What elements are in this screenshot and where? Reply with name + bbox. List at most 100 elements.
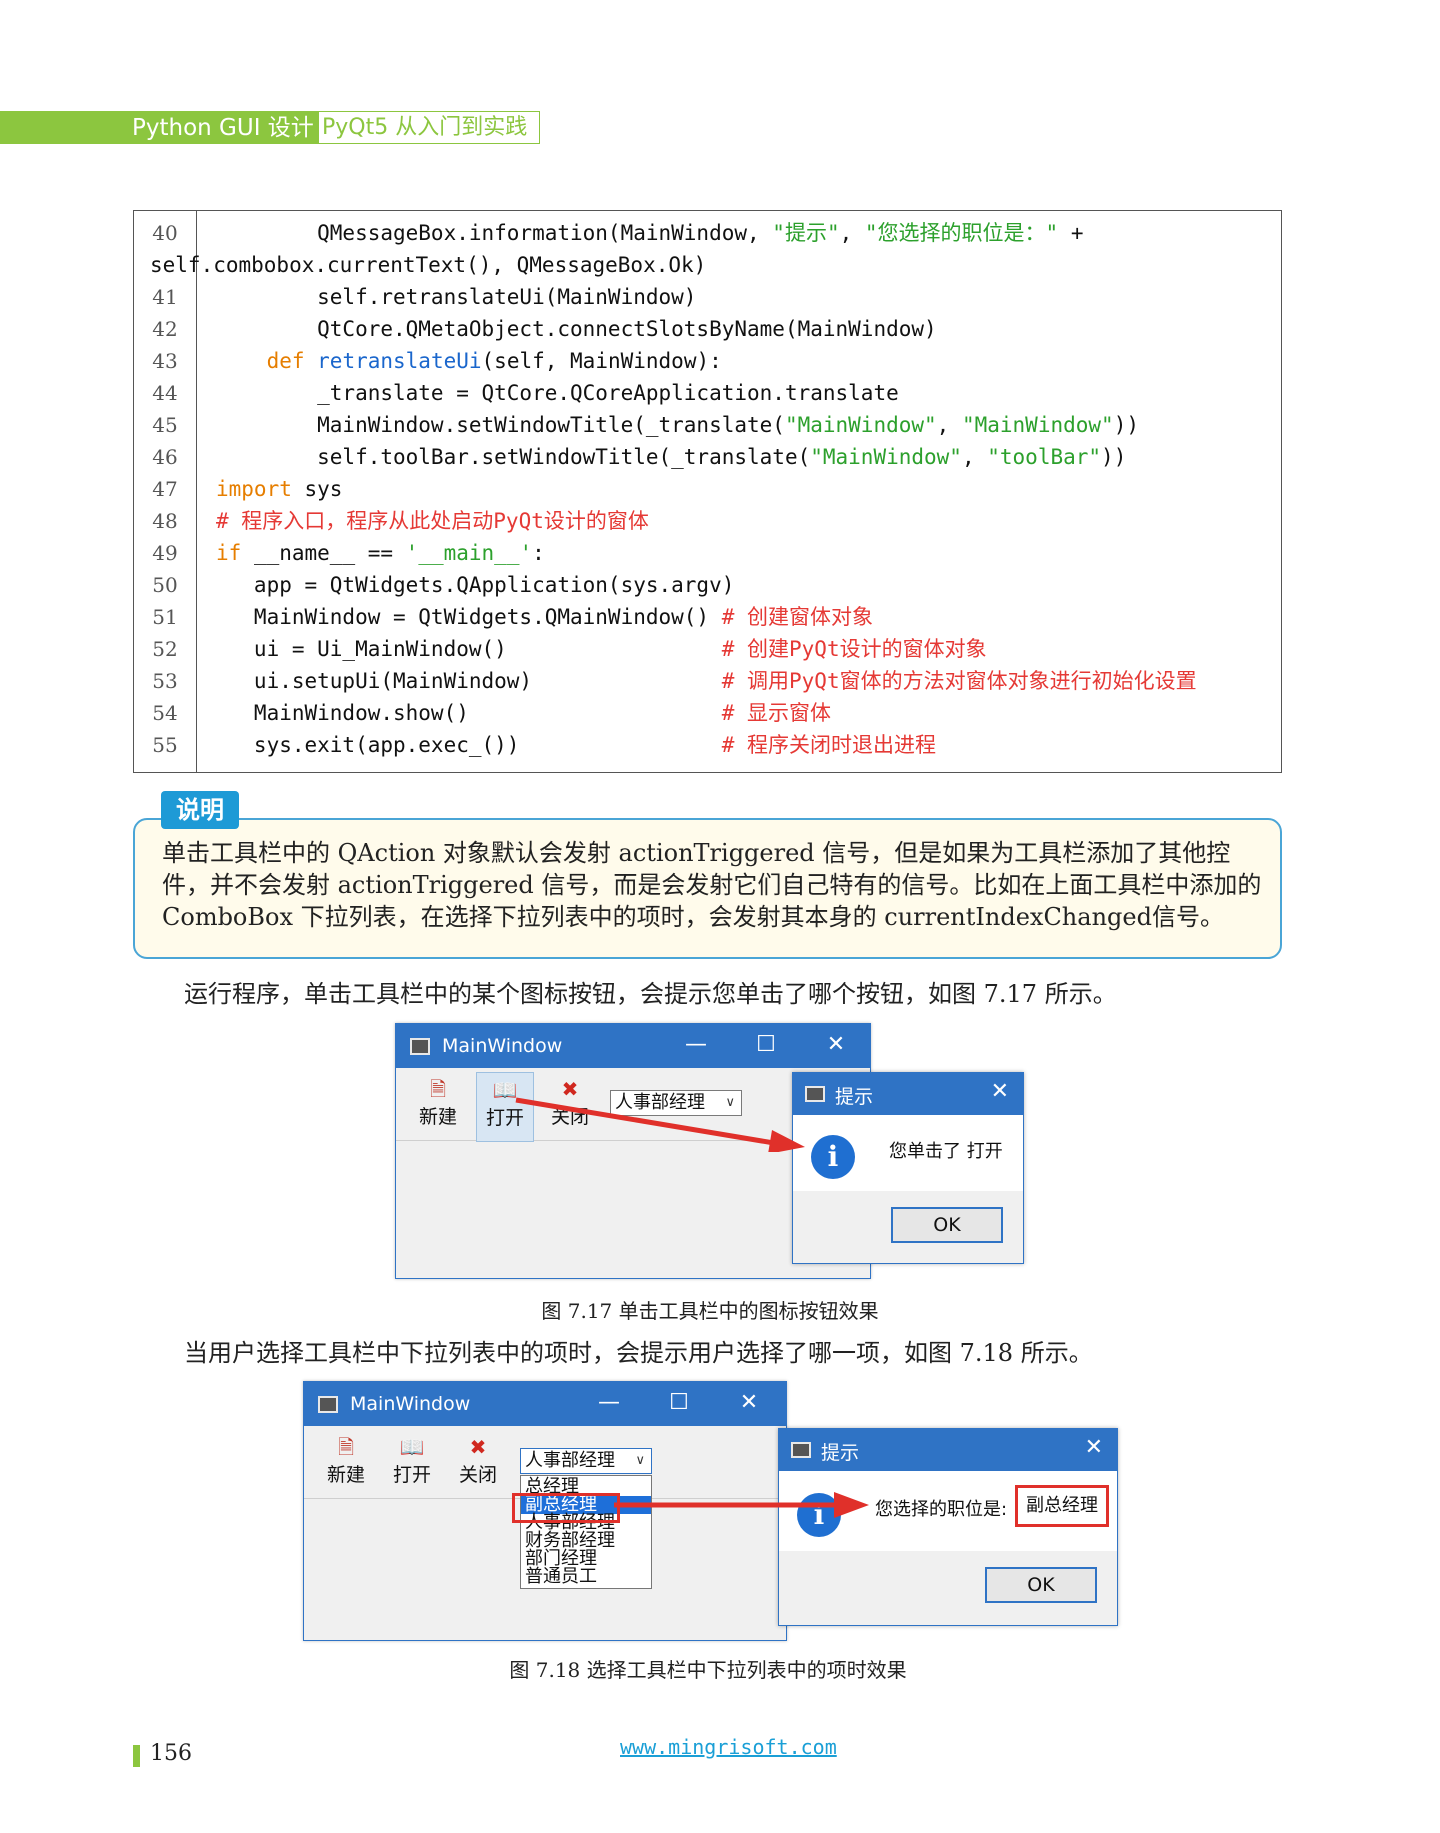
code-line: 45 MainWindow.setWindowTitle(_translate(… [134,409,1281,441]
code-line: 50 app = QtWidgets.QApplication(sys.argv… [134,569,1281,601]
close-icon[interactable]: ✕ [826,1032,846,1057]
dialog-message: 您选择的职位是: [875,1499,1008,1520]
tool-new-button[interactable]: 🗎 新建 [410,1076,466,1129]
line-number: 52 [152,637,178,661]
chevron-down-icon: ∨ [635,1453,645,1468]
toolbar: 🗎 新建 📖 打开 ✖ 关闭 人事部经理 ∨ [396,1068,870,1142]
paragraph-1: 运行程序，单击工具栏中的某个图标按钮，会提示您单击了哪个按钮，如图 7.17 所… [184,980,1117,1008]
line-number: 44 [152,381,178,405]
close-x-icon: ✖ [561,1077,579,1101]
tool-open-button[interactable]: 📖 打开 [476,1072,534,1142]
note-tag: 说明 [161,791,239,829]
code-text: MainWindow.show() # 显示窗体 [216,701,832,725]
footer-link[interactable]: www.mingrisoft.com [620,1735,837,1759]
code-line: 42 QtCore.QMetaObject.connectSlotsByName… [134,313,1281,345]
code-text: MainWindow.setWindowTitle(_translate("Ma… [216,413,1139,437]
close-icon[interactable]: ✕ [1084,1435,1103,1460]
figure-caption-1: 图 7.17 单击工具栏中的图标按钮效果 [541,1299,879,1323]
line-number: 45 [152,413,178,437]
main-window-fig2: MainWindow — ☐ ✕ 🗎 新建 📖 打开 ✖ 关闭 人事部经理 ∨ … [303,1381,787,1641]
tool-open-button[interactable]: 📖 打开 [384,1434,440,1487]
code-text: sys.exit(app.exec_()) # 程序关闭时退出进程 [216,733,937,757]
header-subtitle: PyQt5 从入门到实践 [322,115,528,140]
minimize-icon[interactable]: — [685,1032,707,1057]
new-file-icon: 🗎 [429,1077,447,1101]
code-line: 49 if __name__ == '__main__': [134,537,1281,569]
header-subtitle-box [318,111,540,144]
close-icon[interactable]: ✕ [990,1079,1009,1104]
line-number: 47 [152,477,178,501]
maximize-icon[interactable]: ☐ [669,1390,689,1415]
line-number: 49 [152,541,178,565]
chevron-down-icon: ∨ [725,1095,735,1110]
paragraph-2: 当用户选择工具栏中下拉列表中的项时，会提示用户选择了哪一项，如图 7.18 所示… [184,1339,1093,1367]
dialog-footer: OK [779,1551,1117,1625]
code-text: QMessageBox.information(MainWindow, "提示"… [216,221,1084,245]
new-file-icon: 🗎 [337,1435,355,1459]
open-book-icon: 📖 [399,1435,425,1459]
code-line: 46 self.toolBar.setWindowTitle(_translat… [134,441,1281,473]
code-line: 51 MainWindow = QtWidgets.QMainWindow() … [134,601,1281,633]
message-dialog-fig1: 提示 ✕ i 您单击了 打开 OK [792,1072,1024,1264]
window-titlebar: MainWindow — ☐ ✕ [304,1382,786,1426]
dropdown-option[interactable]: 部门经理 [525,1548,597,1569]
page-number: 156 [150,1741,192,1766]
window-icon [410,1038,430,1055]
code-text: self.retranslateUi(MainWindow) [216,285,697,309]
code-text: _translate = QtCore.QCoreApplication.tra… [216,381,899,405]
code-line: self.combobox.currentText(), QMessageBox… [134,249,1281,281]
line-number: 42 [152,317,178,341]
line-number: 55 [152,733,178,757]
maximize-icon[interactable]: ☐ [756,1032,776,1057]
dialog-titlebar: 提示 ✕ [779,1429,1117,1471]
position-combobox[interactable]: 人事部经理 ∨ [520,1448,652,1474]
code-text: app = QtWidgets.QApplication(sys.argv) [216,573,735,597]
main-window-fig1: MainWindow — ☐ ✕ 🗎 新建 📖 打开 ✖ 关闭 人事部经理 ∨ [395,1023,871,1279]
dialog-footer: OK [793,1191,1023,1263]
close-icon[interactable]: ✕ [739,1390,759,1415]
line-number: 48 [152,509,178,533]
dialog-titlebar: 提示 ✕ [793,1073,1023,1115]
code-text: MainWindow = QtWidgets.QMainWindow() # 创… [216,605,874,629]
window-title: MainWindow [350,1393,471,1415]
window-titlebar: MainWindow — ☐ ✕ [396,1024,870,1068]
code-line: 43 def retranslateUi(self, MainWindow): [134,345,1281,377]
code-line: 44 _translate = QtCore.QCoreApplication.… [134,377,1281,409]
line-number: 43 [152,349,178,373]
pointer-arrow-fig2 [614,1492,869,1518]
footer-accent-bar [133,1745,140,1767]
information-icon: i [797,1493,841,1537]
dialog-message: 您单击了 打开 [889,1141,1003,1162]
minimize-icon[interactable]: — [598,1390,620,1415]
selected-option-highlight [512,1493,620,1523]
code-line: 53 ui.setupUi(MainWindow) # 调用PyQt窗体的方法对… [134,665,1281,697]
line-number: 46 [152,445,178,469]
code-text: self.toolBar.setWindowTitle(_translate("… [216,445,1127,469]
code-line: 55 sys.exit(app.exec_()) # 程序关闭时退出进程 [134,729,1281,761]
code-text: ui = Ui_MainWindow() # 创建PyQt设计的窗体对象 [216,637,987,661]
selected-value-highlight: 副总经理 [1015,1485,1109,1527]
dialog-title: 提示 [835,1086,874,1108]
tool-new-button[interactable]: 🗎 新建 [318,1434,374,1487]
position-combobox[interactable]: 人事部经理 ∨ [610,1090,742,1116]
code-line: 52 ui = Ui_MainWindow() # 创建PyQt设计的窗体对象 [134,633,1281,665]
code-text: if __name__ == '__main__': [216,541,545,565]
tool-label: 打开 [485,1107,524,1129]
dialog-title: 提示 [821,1442,860,1464]
ok-button[interactable]: OK [985,1567,1097,1603]
combo-value: 人事部经理 [615,1092,705,1113]
close-x-icon: ✖ [469,1435,487,1459]
ok-button[interactable]: OK [891,1207,1003,1243]
line-number-gutter [134,211,197,772]
header-title: Python GUI 设计 [132,115,314,141]
pointer-arrow-fig1 [515,1097,805,1152]
line-number: 51 [152,605,178,629]
tool-close-button[interactable]: ✖ 关闭 [450,1434,506,1487]
dropdown-option[interactable]: 普通员工 [525,1566,597,1587]
code-text: ui.setupUi(MainWindow) # 调用PyQt窗体的方法对窗体对… [216,669,1197,693]
code-text: # 程序入口，程序从此处启动PyQt设计的窗体 [216,509,649,533]
dropdown-option[interactable]: 总经理 [525,1476,579,1497]
line-number: 41 [152,285,178,309]
dropdown-option[interactable]: 财务部经理 [525,1530,615,1551]
